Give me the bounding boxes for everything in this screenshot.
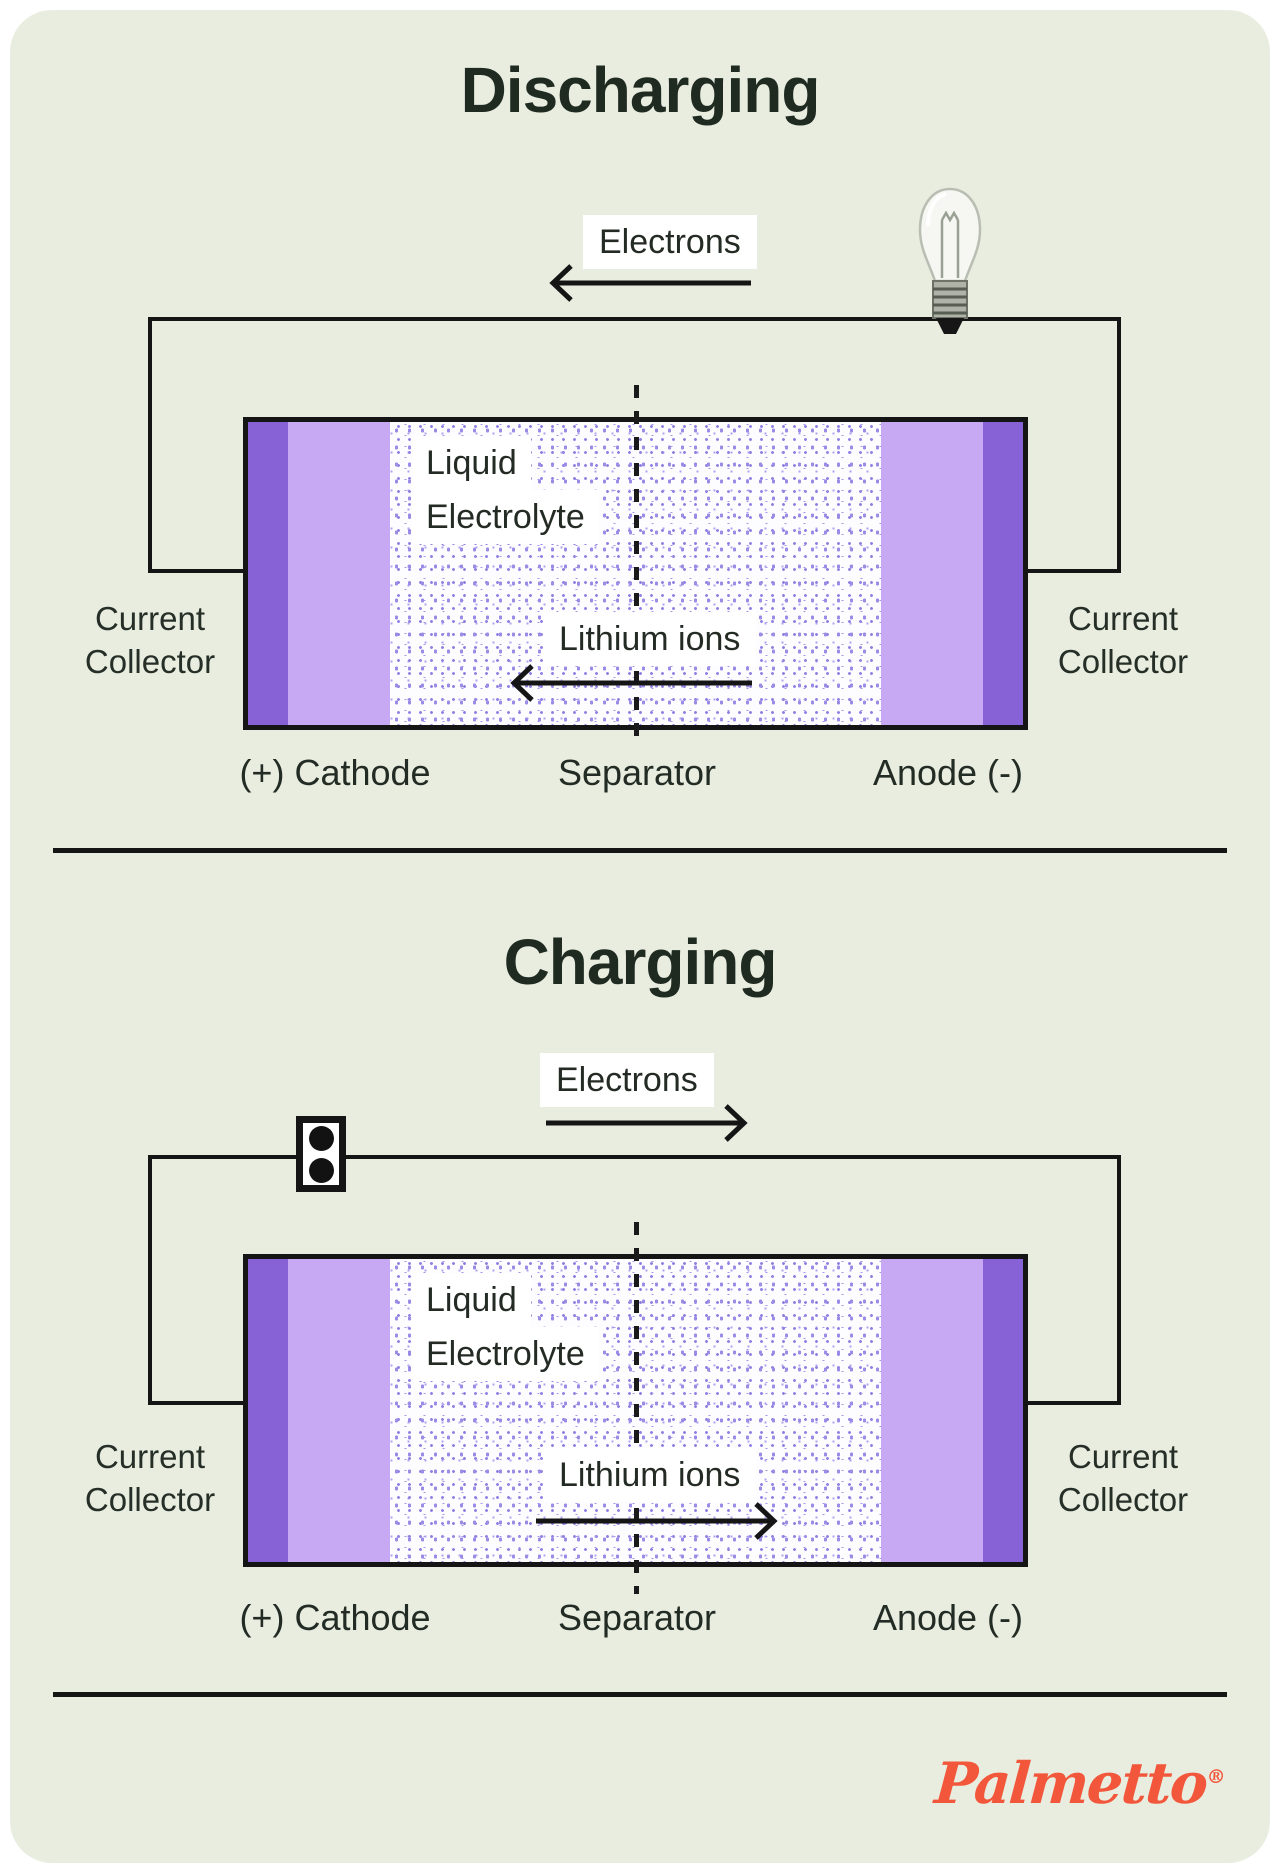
separator-label: Separator [557,1597,717,1638]
discharging-electrons-label: Electrons [583,215,757,269]
electrolyte-line1: Liquid [412,1273,531,1327]
current-collector-layer-left [248,422,288,725]
collector-line2: Collector [1057,1481,1189,1518]
current-collector-label-left: Current Collector [35,1435,265,1521]
lithium-flow-arrow [532,1496,782,1546]
discharging-title: Discharging [460,54,821,126]
current-collector-layer-right [983,1259,1023,1562]
current-collector-label-right: Current Collector [1008,597,1238,683]
collector-line1: Current [94,1438,206,1475]
collector-line2: Collector [84,1481,216,1518]
discharging-lithium-label: Lithium ions [543,612,757,666]
electron-flow-arrow [545,258,755,308]
section-divider [53,848,1227,853]
electrons-text: Electrons [540,1053,714,1107]
collector-line1: Current [1067,1438,1179,1475]
discharging-wire-stub-left [150,569,243,573]
current-collector-layer-left [248,1259,288,1562]
discharging-wire-stub-right [1028,569,1121,573]
electrolyte-line2: Electrolyte [412,1327,599,1381]
outlet-pin-top [308,1125,334,1151]
cathode-label: (+) Cathode [239,1597,431,1638]
palmetto-logo: Palmetto® [918,1750,1243,1817]
liquid-electrolyte-label: Liquid Electrolyte [412,436,599,544]
lithium-text: Lithium ions [543,612,757,666]
outlet-pin-bottom [308,1157,334,1183]
current-collector-layer-right [983,422,1023,725]
cathode-label: (+) Cathode [239,752,431,793]
footer-divider [53,1692,1227,1697]
electrons-text: Electrons [583,215,757,269]
anode-label: Anode (-) [872,752,1024,793]
power-outlet-icon [296,1116,346,1192]
collector-line1: Current [94,600,206,637]
charging-circuit-wire [148,1155,1121,1405]
electrolyte-line2: Electrolyte [412,490,599,544]
charging-electrons-label: Electrons [540,1053,714,1107]
lithium-flow-arrow [506,658,756,708]
charging-title: Charging [503,926,778,998]
discharging-circuit-wire [148,317,1121,573]
collector-line1: Current [1067,600,1179,637]
charging-lithium-label: Lithium ions [543,1448,757,1502]
anode-layer [881,422,983,725]
cathode-layer [288,1259,390,1562]
brand-text: Palmetto [932,1750,1209,1817]
current-collector-label-left: Current Collector [35,597,265,683]
anode-label: Anode (-) [872,1597,1024,1638]
anode-layer [881,1259,983,1562]
charging-wire-stub-right [1028,1401,1121,1405]
charging-wire-stub-left [150,1401,243,1405]
collector-line2: Collector [84,643,216,680]
liquid-electrolyte-label: Liquid Electrolyte [412,1273,599,1381]
lithium-text: Lithium ions [543,1448,757,1502]
collector-line2: Collector [1057,643,1189,680]
current-collector-label-right: Current Collector [1008,1435,1238,1521]
separator-dashed-line [634,385,639,745]
light-bulb-icon [904,186,996,343]
separator-dashed-line [634,1222,639,1594]
electrolyte-line1: Liquid [412,436,531,490]
registered-trademark: ® [1205,1766,1227,1788]
cathode-layer [288,422,390,725]
electron-flow-arrow [542,1098,752,1148]
separator-label: Separator [557,752,717,793]
